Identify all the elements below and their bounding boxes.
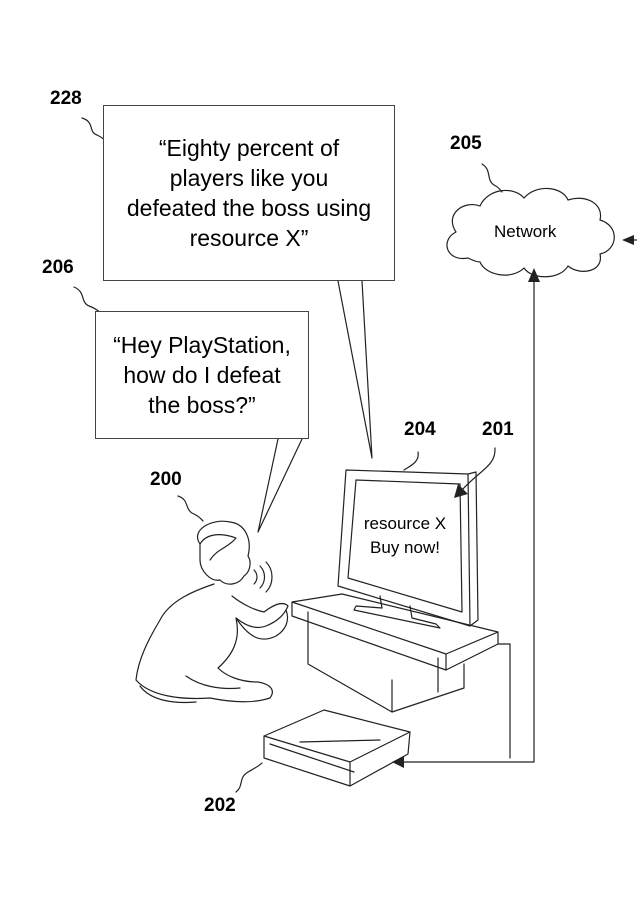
leader-204 <box>403 451 419 471</box>
ref-200: 200 <box>150 469 182 490</box>
tv-table <box>291 593 499 713</box>
speech-206-line-1: “Hey PlayStation, <box>113 332 291 358</box>
arrowhead-console <box>392 756 404 768</box>
ref-228: 228 <box>50 88 82 109</box>
leader-201 <box>461 447 496 491</box>
screen-offer: resource X Buy now! <box>354 512 456 560</box>
tv-frame <box>337 469 479 627</box>
player-hair <box>199 534 237 561</box>
arrowhead-network-right <box>622 235 634 245</box>
speech-228-line-4: resource X” <box>189 225 309 251</box>
leader-200 <box>177 495 204 522</box>
network-cloud <box>446 187 615 278</box>
leader-202 <box>235 762 263 793</box>
speech-206-line-3: the boss?” <box>148 392 256 418</box>
ref-205: 205 <box>450 133 482 154</box>
arrowhead-network <box>528 268 540 282</box>
ref-201: 201 <box>482 419 514 440</box>
player-body <box>135 583 289 703</box>
player-legs <box>139 675 241 704</box>
speech-206-line-2: how do I defeat <box>123 362 281 388</box>
speech-228-line-1: “Eighty percent of <box>158 135 340 161</box>
network-label: Network <box>494 222 557 241</box>
tv-stand <box>353 595 441 629</box>
bubble-228-tail <box>337 280 373 459</box>
ref-206: 206 <box>42 257 74 278</box>
player-head <box>197 520 251 585</box>
screen-line-1: resource X <box>363 514 447 533</box>
network-cable <box>397 279 535 763</box>
console-body <box>263 709 411 787</box>
ref-204: 204 <box>404 419 436 440</box>
tv-cable <box>497 643 511 759</box>
speech-228-line-3: defeated the boss using <box>126 195 372 221</box>
bubble-206-tail <box>257 438 303 533</box>
player-arm <box>235 609 289 640</box>
ref-202: 202 <box>204 795 236 816</box>
leader-206 <box>73 286 102 314</box>
speech-228-line-2: players like you <box>169 165 329 191</box>
leader-205 <box>481 163 503 193</box>
arrowhead-201 <box>454 484 468 498</box>
voice-waves <box>253 561 273 593</box>
speech-bubble-206: “Hey PlayStation, how do I defeat the bo… <box>95 311 309 439</box>
speech-bubble-228: “Eighty percent of players like you defe… <box>103 105 395 281</box>
screen-line-2: Buy now! <box>370 538 440 557</box>
